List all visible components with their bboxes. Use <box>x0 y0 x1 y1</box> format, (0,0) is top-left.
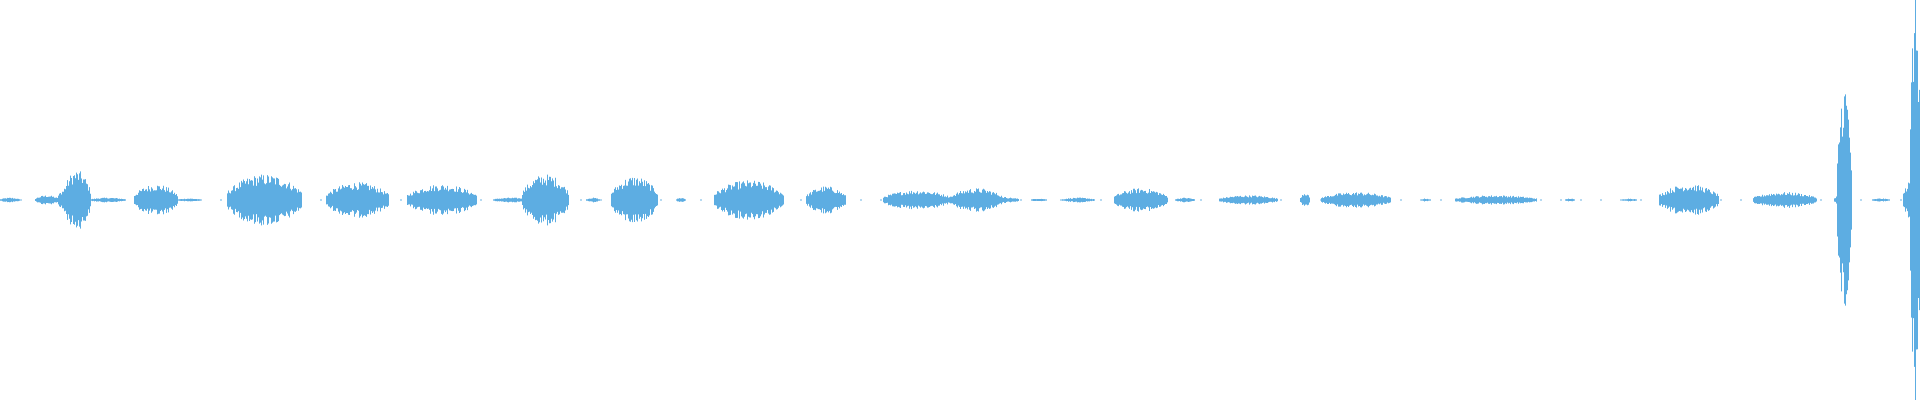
waveform-segment <box>1753 192 1817 208</box>
waveform-segment <box>1062 197 1095 203</box>
waveform-segment <box>586 197 600 203</box>
waveform-segment <box>407 185 477 215</box>
waveform-segment <box>1659 185 1719 215</box>
waveform-segment <box>1910 0 1920 400</box>
waveform-segment <box>1622 198 1637 202</box>
waveform-segment <box>134 185 178 215</box>
waveform-segment <box>1872 198 1890 202</box>
waveform-segment <box>714 180 784 220</box>
waveform-segment <box>1321 192 1391 208</box>
waveform-segment <box>1175 197 1195 203</box>
waveform-segment <box>676 198 686 202</box>
waveform-segment <box>611 177 658 223</box>
waveform-segment <box>227 174 302 226</box>
waveform-segment <box>35 195 59 205</box>
waveform-segment <box>522 174 569 226</box>
waveform-segment <box>1031 198 1047 202</box>
waveform-segment <box>1300 194 1310 206</box>
waveform-segment <box>177 198 201 202</box>
waveform-segment <box>1421 198 1431 202</box>
waveform-segment <box>950 188 1003 212</box>
waveform-segment <box>1219 195 1278 205</box>
waveform-segment <box>0 197 20 203</box>
waveform-segment <box>883 190 951 210</box>
waveform-segment <box>1837 94 1852 306</box>
waveform-segment <box>90 197 126 203</box>
waveform-segment <box>1565 198 1575 202</box>
waveform-segment <box>63 171 91 229</box>
waveform-segment <box>1455 195 1537 205</box>
waveform-segment <box>326 182 389 218</box>
waveform-segment <box>1114 188 1168 212</box>
waveform-segment <box>806 186 846 214</box>
